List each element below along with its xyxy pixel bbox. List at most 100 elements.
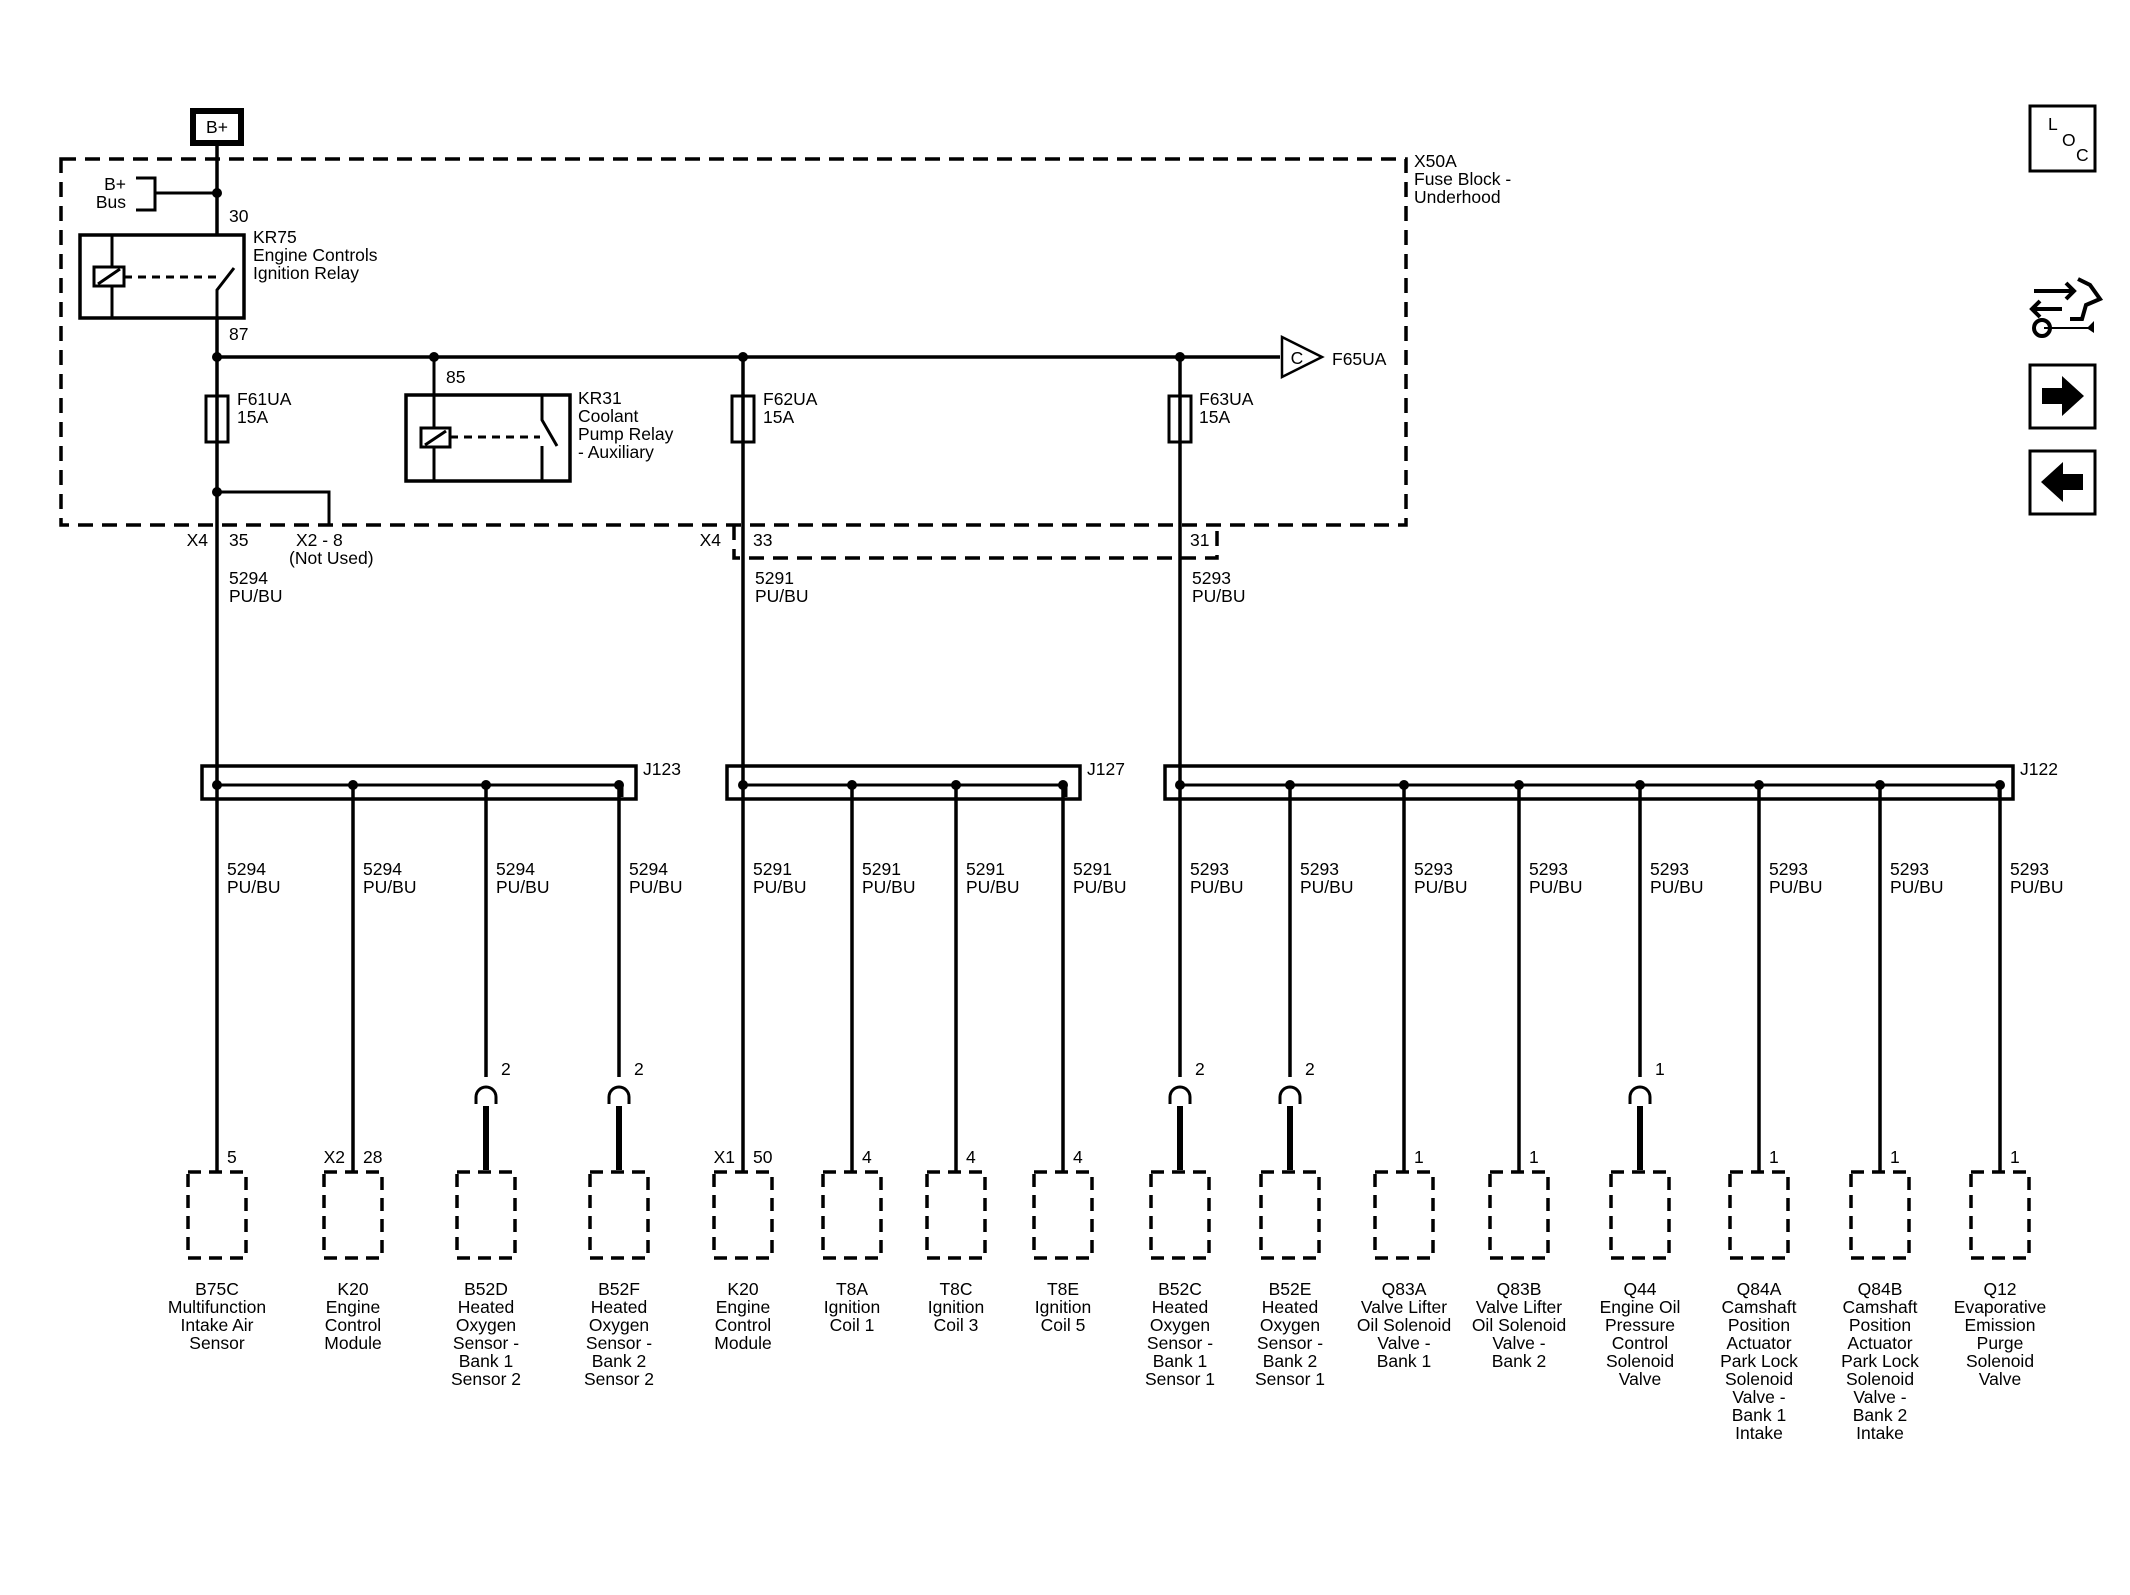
fuse-feed-wire [215, 318, 1280, 359]
fuse-block-id: X50A [1414, 151, 1457, 171]
component-pin: 1 [1529, 1147, 1539, 1167]
next-page-button[interactable] [2028, 363, 2097, 430]
branch-color: PU/BU [1073, 877, 1126, 897]
relay-pin-30: 30 [229, 206, 249, 226]
component-connector: X2 [324, 1147, 345, 1167]
branch-circuit: 5294 [363, 859, 402, 879]
component-label: Heated [1152, 1297, 1208, 1317]
component-label: B52C [1158, 1279, 1202, 1299]
branch-color: PU/BU [966, 877, 1019, 897]
component-pin: 4 [1073, 1147, 1083, 1167]
component-box [712, 1170, 774, 1260]
component-label: Oil Solenoid [1357, 1315, 1451, 1335]
component-pin: 4 [862, 1147, 872, 1167]
fuse-block-outline [59, 157, 1408, 527]
component-label: Solenoid [1606, 1351, 1674, 1371]
component-label: Valve - [1492, 1333, 1545, 1353]
component-label: Engine [716, 1297, 771, 1317]
component-label: B52E [1269, 1279, 1312, 1299]
component-label: Heated [458, 1297, 514, 1317]
battery-source-label: B+ [206, 117, 228, 137]
inline-connector [607, 1085, 631, 1098]
component-label: Bank 2 [1263, 1351, 1317, 1371]
relay-kr31-id: KR31 [578, 388, 622, 408]
component-pin: 28 [363, 1147, 382, 1167]
inline-connector-legs [474, 1097, 498, 1104]
component-label: Multifunction [168, 1297, 266, 1317]
component-label: Emission [1965, 1315, 2036, 1335]
component-label: Module [714, 1333, 771, 1353]
component-label: Solenoid [1966, 1351, 2034, 1371]
branch-circuit: 5293 [1529, 859, 1568, 879]
component-pin: 4 [966, 1147, 976, 1167]
component-label: Intake [1735, 1423, 1783, 1443]
component-label: Bank 2 [1853, 1405, 1907, 1425]
connector-wrench-icon[interactable] [2029, 277, 2104, 338]
trunk-circuit: 5294 [229, 568, 268, 588]
connector-x4-mid: X4 [700, 530, 722, 550]
inline-connector-legs [1628, 1097, 1652, 1104]
trunk-color: PU/BU [1192, 586, 1245, 606]
connector-x4-extension [732, 525, 1219, 560]
component-label: Solenoid [1846, 1369, 1914, 1389]
branch-color: PU/BU [1414, 877, 1467, 897]
component-pin: 1 [2010, 1147, 2020, 1167]
relay-kr31-name-1: Coolant [578, 406, 638, 426]
component-label: Solenoid [1725, 1369, 1793, 1389]
component-label: Oil Solenoid [1472, 1315, 1566, 1335]
relay-kr31-name-3: - Auxiliary [578, 442, 654, 462]
inline-connector-legs [1168, 1097, 1192, 1104]
component-label: Sensor 2 [584, 1369, 654, 1389]
component-label: Oxygen [456, 1315, 516, 1335]
component-label: Valve - [1732, 1387, 1785, 1407]
component-label: Control [325, 1315, 381, 1335]
component-box [1728, 1170, 1790, 1260]
branch-color: PU/BU [1529, 877, 1582, 897]
inline-connector-pin: 2 [634, 1059, 644, 1079]
fuse-f62ua-rating: 15A [763, 407, 794, 427]
component-label: Heated [1262, 1297, 1318, 1317]
inline-connector-pin: 2 [1305, 1059, 1315, 1079]
component-label: Sensor - [453, 1333, 519, 1353]
component-label: B52D [464, 1279, 508, 1299]
component-box [322, 1170, 384, 1260]
continuation-label: F65UA [1332, 349, 1387, 369]
trunk-circuit: 5293 [1192, 568, 1231, 588]
component-label: Position [1728, 1315, 1790, 1335]
component-label: Intake [1856, 1423, 1904, 1443]
component-label: Sensor 1 [1145, 1369, 1215, 1389]
previous-page-button[interactable] [2028, 449, 2097, 516]
arrow-left-icon [2041, 462, 2083, 502]
branch-circuit: 5293 [1769, 859, 1808, 879]
component-label: Intake Air [181, 1315, 254, 1335]
branch-color: PU/BU [1890, 877, 1943, 897]
branch-circuit: 5293 [1190, 859, 1229, 879]
component-label: Bank 1 [1377, 1351, 1431, 1371]
branch-color: PU/BU [363, 877, 416, 897]
relay-kr31 [404, 393, 572, 483]
component-box [1032, 1170, 1094, 1260]
component-label: Oxygen [1150, 1315, 1210, 1335]
relay-kr75-id: KR75 [253, 227, 297, 247]
relay-pin-87: 87 [229, 324, 248, 344]
component-label: Actuator [1847, 1333, 1912, 1353]
component-pin: 1 [1890, 1147, 1900, 1167]
bus-label-2: Bus [96, 192, 126, 212]
splice-j123-label: J123 [643, 759, 681, 779]
fuse-f63ua-rating: 15A [1199, 407, 1230, 427]
component-label: Bank 1 [1153, 1351, 1207, 1371]
component-box [1849, 1170, 1911, 1260]
inline-connector [1278, 1085, 1302, 1098]
arrow-right-icon [2042, 376, 2084, 416]
component-label: Pressure [1605, 1315, 1675, 1335]
component-label: Oxygen [589, 1315, 649, 1335]
pigtail-lead [1287, 1106, 1293, 1170]
loc-button[interactable]: L O C [2028, 104, 2097, 173]
component-label: Sensor - [1257, 1333, 1323, 1353]
component-label: Park Lock [1841, 1351, 1919, 1371]
component-label: Coil 5 [1041, 1315, 1086, 1335]
component-label: Position [1849, 1315, 1911, 1335]
splice-j127-label: J127 [1087, 759, 1125, 779]
